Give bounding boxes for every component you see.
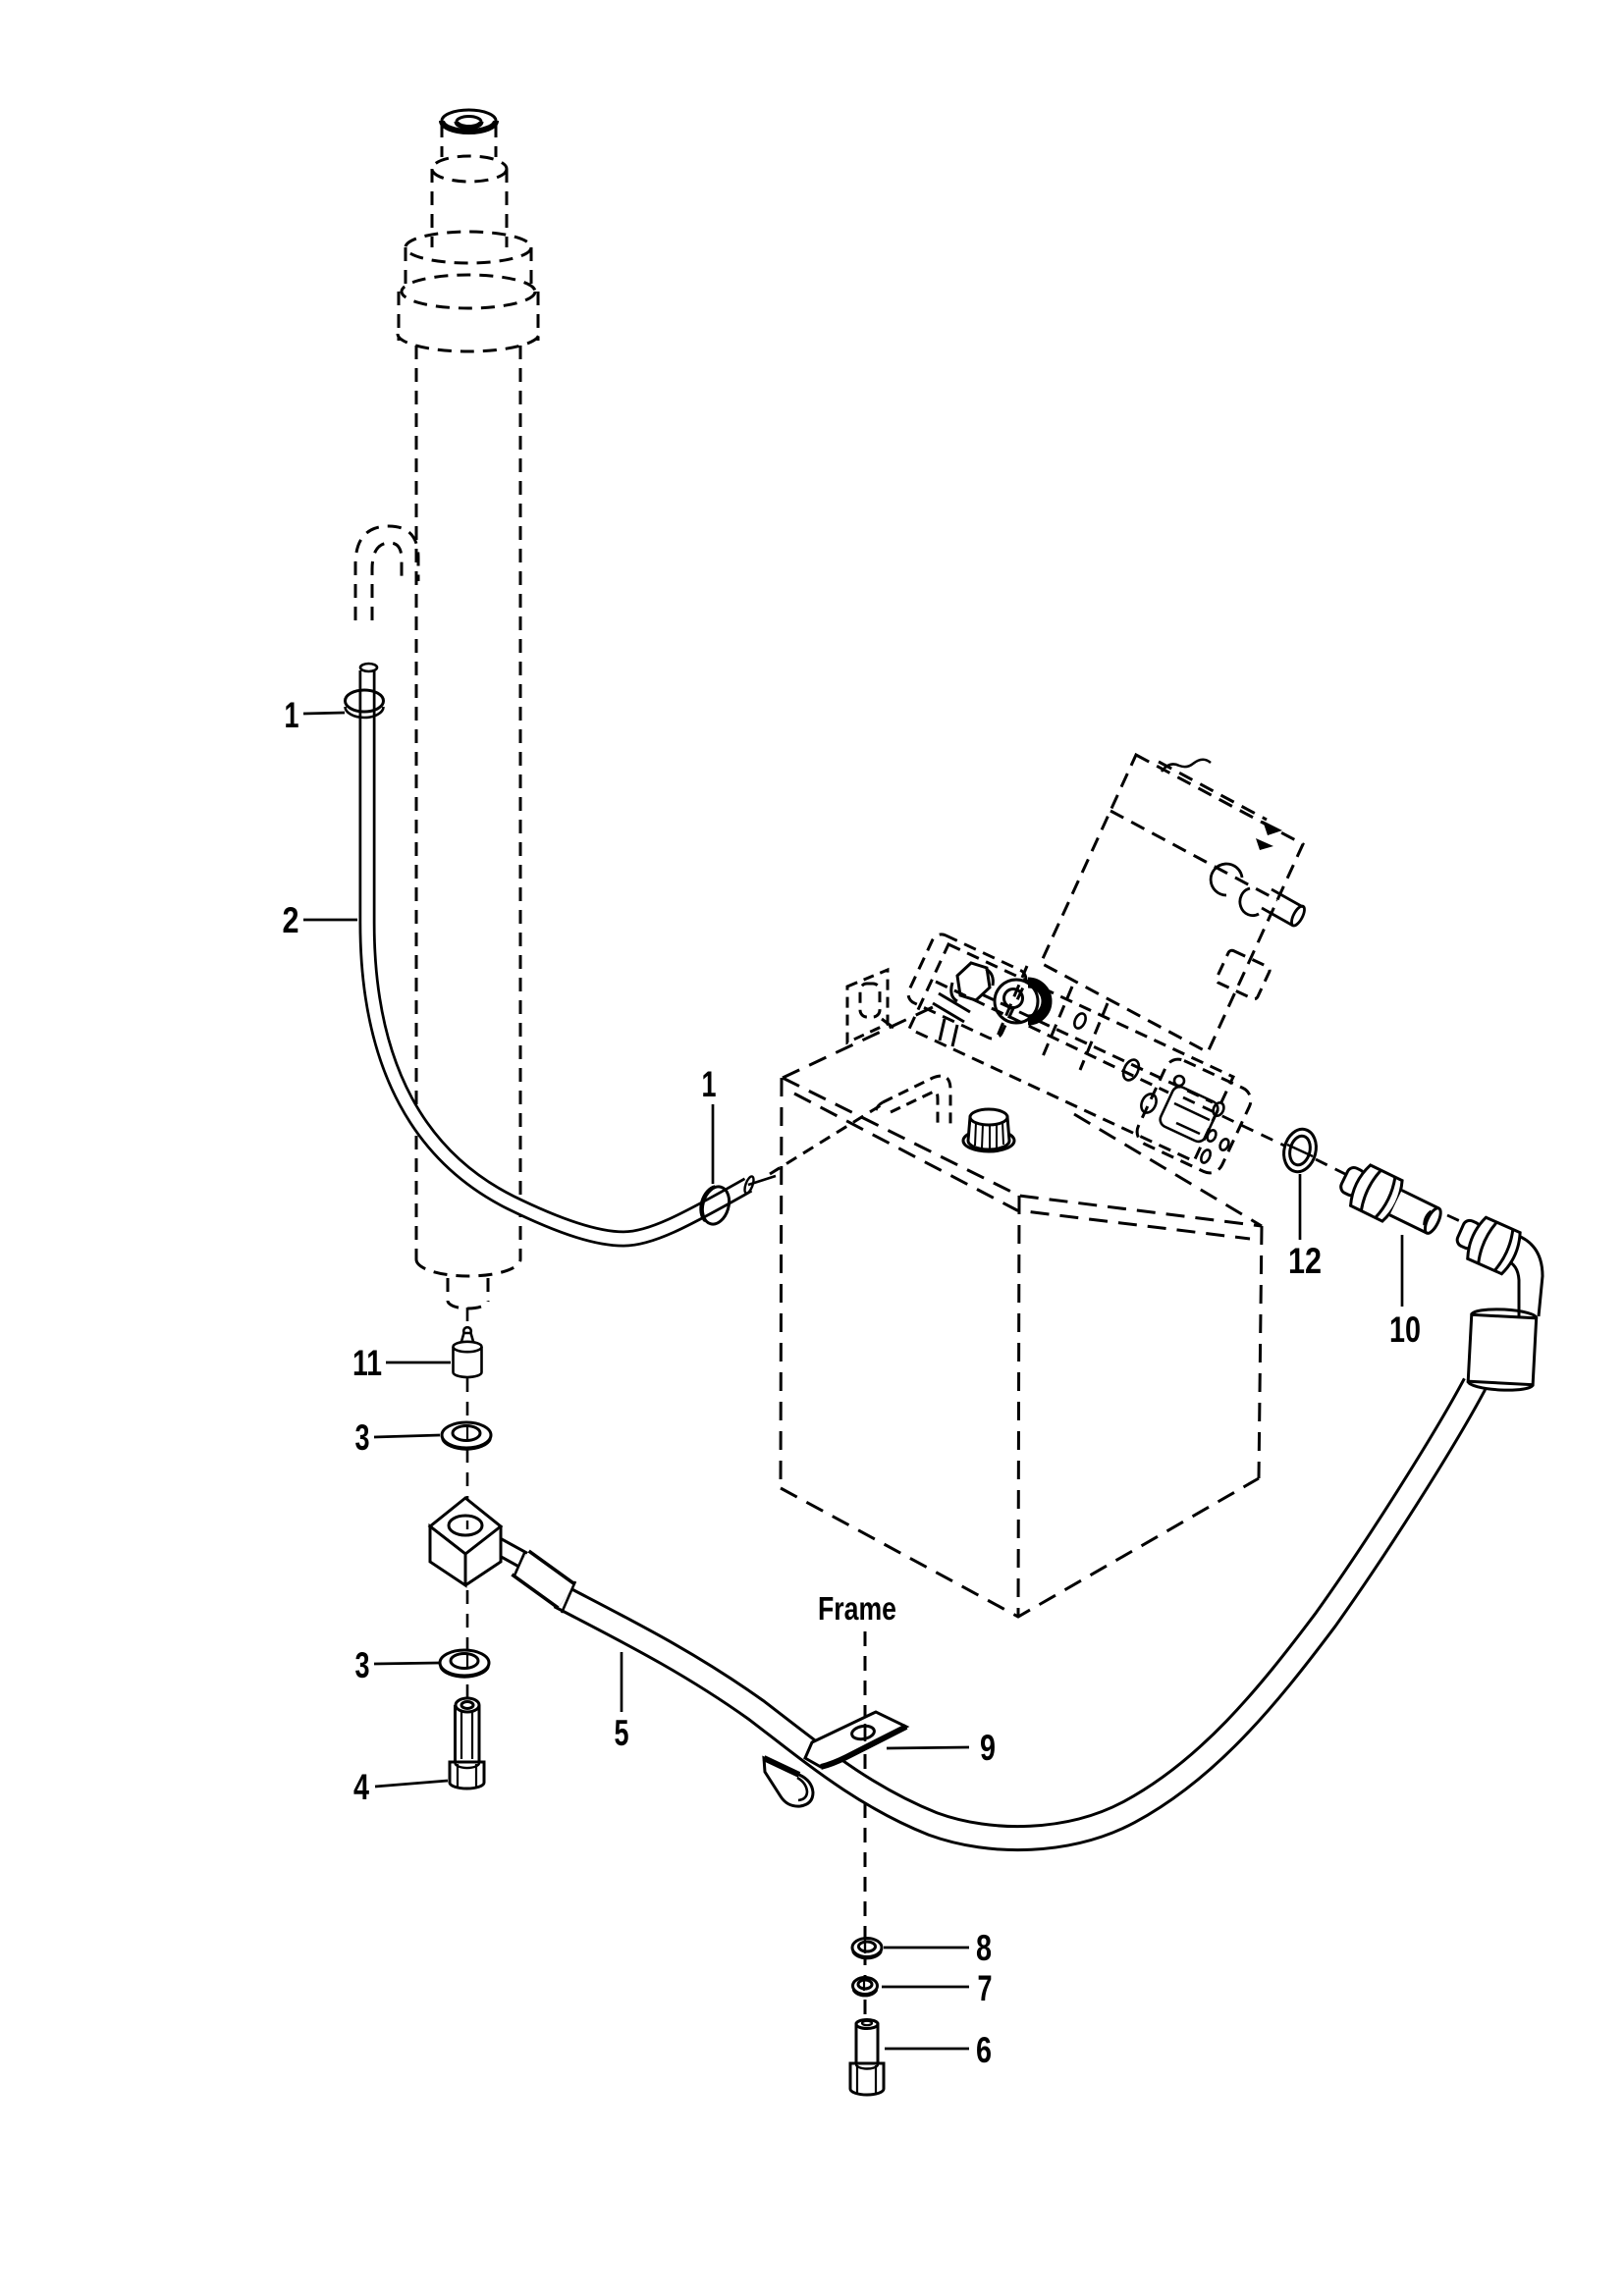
svg-text:12: 12 bbox=[1288, 1241, 1322, 1281]
svg-text:3: 3 bbox=[355, 1417, 370, 1458]
svg-text:8: 8 bbox=[976, 1928, 992, 1968]
svg-text:Frame: Frame bbox=[818, 1590, 896, 1627]
svg-text:2: 2 bbox=[283, 900, 299, 940]
svg-text:9: 9 bbox=[980, 1728, 996, 1768]
svg-text:5: 5 bbox=[615, 1713, 629, 1753]
svg-text:10: 10 bbox=[1389, 1309, 1421, 1350]
svg-text:6: 6 bbox=[976, 2030, 992, 2070]
svg-text:7: 7 bbox=[978, 1968, 993, 2008]
svg-text:4: 4 bbox=[353, 1767, 369, 1807]
svg-text:11: 11 bbox=[352, 1343, 382, 1383]
svg-text:1: 1 bbox=[702, 1064, 717, 1104]
svg-text:1: 1 bbox=[285, 695, 299, 735]
svg-text:3: 3 bbox=[355, 1645, 370, 1685]
